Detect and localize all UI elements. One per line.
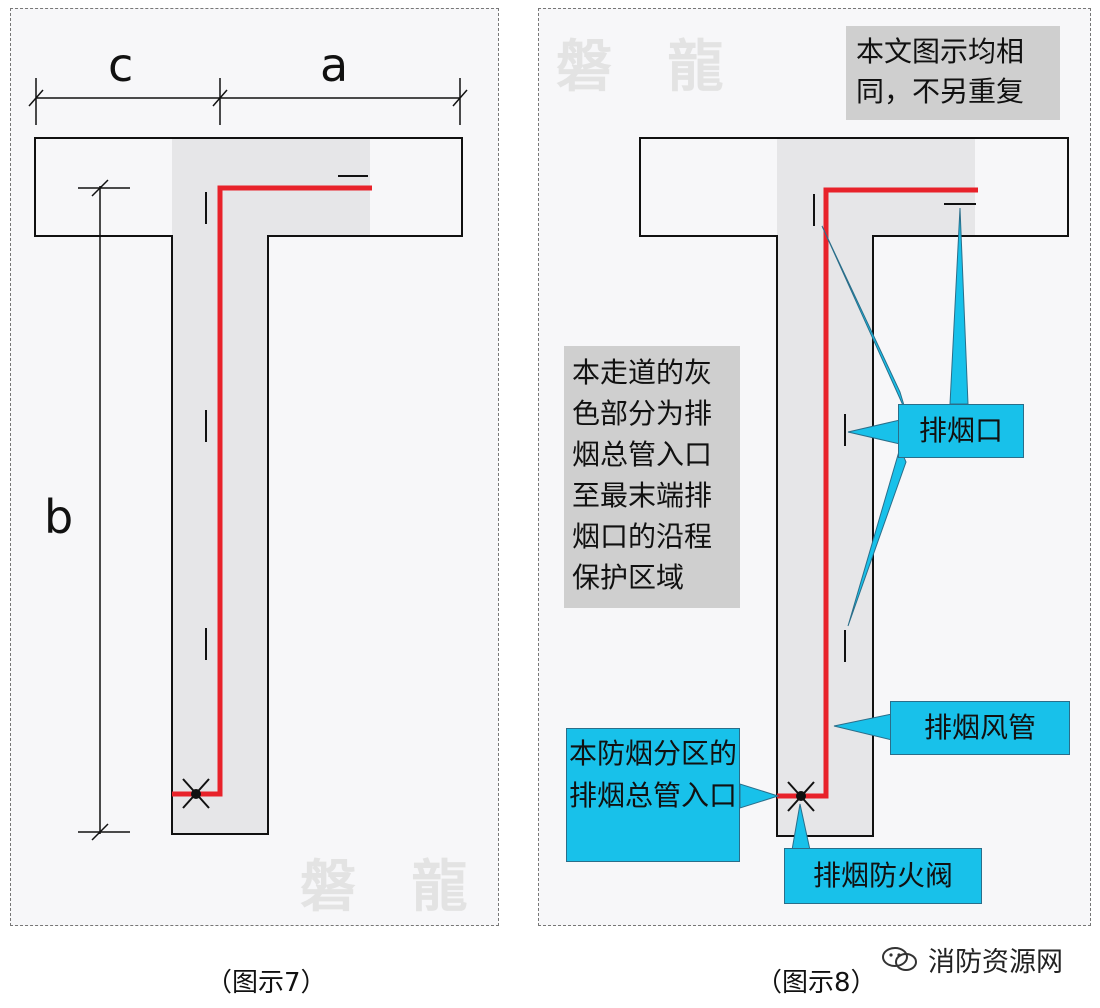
label-main-inlet: 本防烟分区的排烟总管入口: [566, 728, 740, 862]
caption-figure8: （图示8）: [756, 968, 877, 998]
pointer-outlet-top-left: [821, 225, 907, 413]
label-fire-damper: 排烟防火阀: [784, 848, 982, 904]
note-same-figures: 本文图示均相同，不另重复: [846, 26, 1060, 120]
f8-outlet-marks: [813, 194, 976, 662]
f7-outlet-marks: [205, 175, 368, 660]
dim-label-b: b: [44, 490, 74, 544]
f7-dim-left: [78, 179, 130, 841]
note-grey-area: 本走道的灰色部分为排烟总管入口至最末端排烟口的沿程保护区域: [564, 346, 740, 608]
f7-damper-dot: [191, 789, 201, 799]
pointer-outlet-top-right: [949, 207, 969, 405]
watermark-bottom: 磐 龍: [300, 855, 486, 920]
dim-label-a: a: [320, 38, 349, 92]
label-smoke-outlet: 排烟口: [898, 404, 1024, 458]
label-smoke-duct: 排烟风管: [890, 701, 1070, 755]
f8-damper-dot: [796, 791, 806, 801]
brand-name: 消防资源网: [928, 947, 1063, 978]
f8-shade-top: [777, 138, 975, 236]
dim-label-c: c: [108, 38, 134, 92]
watermark-top: 磐 龍: [556, 35, 742, 100]
f8-t-outline: [639, 137, 1069, 837]
f7-t-outline: [34, 137, 463, 835]
f7-dim-top: [28, 78, 468, 125]
caption-figure7: （图示7）: [206, 968, 327, 998]
wechat-icon: [882, 947, 917, 971]
pointer-main-inlet: [739, 783, 780, 809]
